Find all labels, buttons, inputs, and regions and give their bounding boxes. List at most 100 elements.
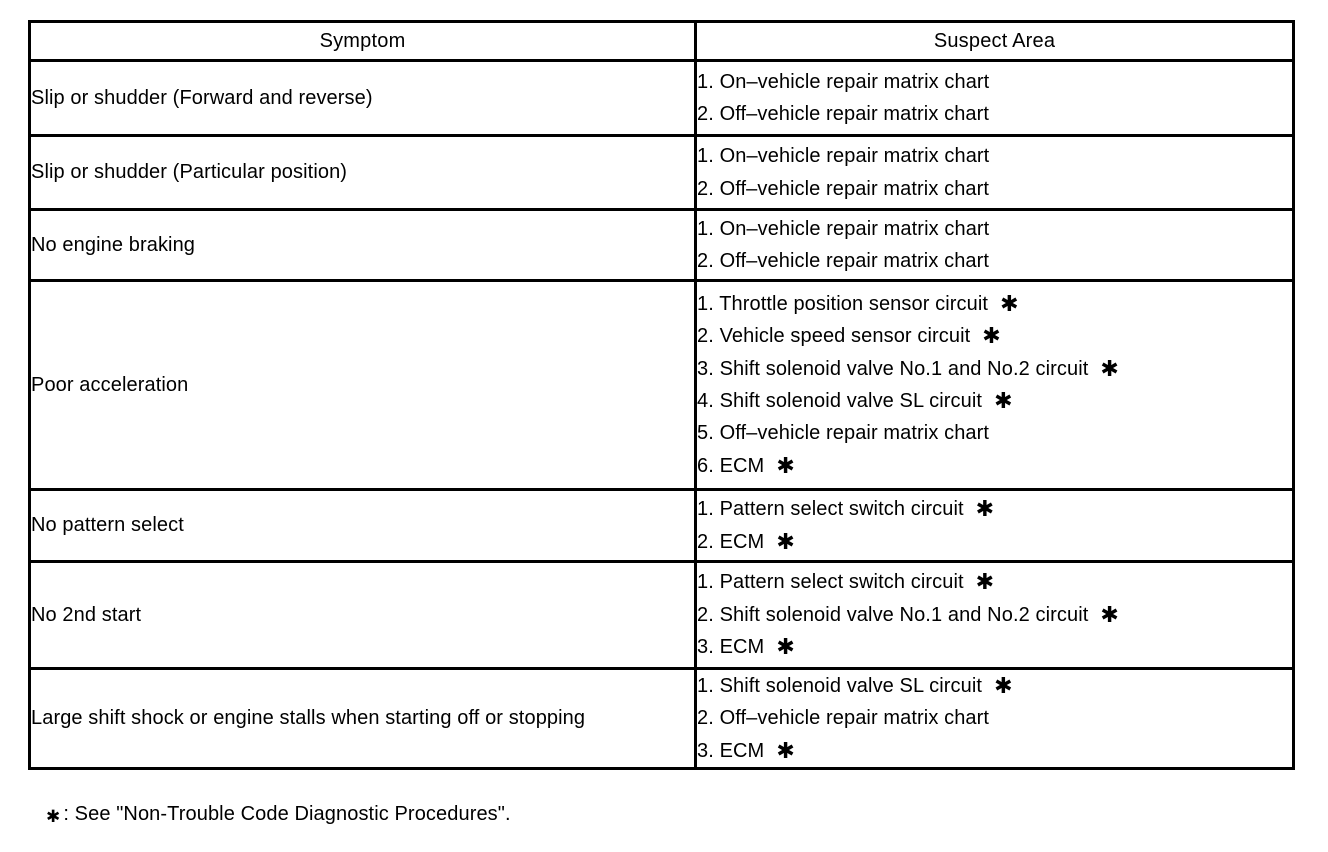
symptom-cell: Large shift shock or engine stalls when … (28, 666, 697, 771)
table-row: Slip or shudder (Forward and reverse) 1. … (28, 59, 1295, 137)
suspect-item-number: 3. (697, 739, 714, 762)
suspect-item: 3. ECM✱ (697, 635, 795, 661)
suspect-item: 1. Pattern select switch circuit✱ (697, 497, 995, 523)
suspect-item-label: ECM (719, 530, 765, 553)
suspect-item-label: On–vehicle repair matrix chart (719, 217, 990, 240)
suspect-item-number: 2. (697, 707, 714, 730)
suspect-item-number: 2. (697, 530, 714, 553)
suspect-item-number: 2. (697, 177, 714, 200)
table-body: Slip or shudder (Forward and reverse) 1. … (28, 59, 1295, 771)
symptom-text: No 2nd start (31, 603, 142, 626)
suspect-item: 2. Off–vehicle repair matrix chart (697, 173, 1292, 205)
suspect-item: 2. Shift solenoid valve No.1 and No.2 ci… (697, 602, 1119, 628)
suspect-item-label: Shift solenoid valve SL circuit (719, 675, 983, 697)
table-row: Poor acceleration 1. Throttle position se… (28, 279, 1295, 491)
suspect-item-label: On–vehicle repair matrix chart (719, 145, 990, 168)
suspect-item-label: Off–vehicle repair matrix chart (719, 707, 990, 730)
suspect-item-label: Vehicle speed sensor circuit (719, 325, 971, 348)
suspect-item-label: Pattern select switch circuit (719, 571, 964, 594)
symptom-text: No pattern select (31, 514, 184, 536)
symptom-suspect-table: Symptom Suspect Area Slip or shudder (Fo… (28, 20, 1295, 771)
suspect-item-label: ECM (719, 636, 765, 659)
suspect-item-number: 1. (697, 70, 714, 93)
suspect-area-cell: 1. Pattern select switch circuit✱ 2. ECM✱ (694, 488, 1295, 563)
table-header-row: Symptom Suspect Area (28, 20, 1295, 62)
symptom-cell: No 2nd start (28, 560, 697, 670)
suspect-item: 3. Shift solenoid valve No.1 and No.2 ci… (697, 356, 1119, 382)
suspect-item-label: Off–vehicle repair matrix chart (719, 250, 990, 272)
symptom-text: No engine braking (31, 233, 196, 256)
suspect-item: 2. Vehicle speed sensor circuit✱ (697, 324, 1001, 350)
suspect-item: 2. Off–vehicle repair matrix chart (697, 245, 1292, 277)
column-header-symptom: Symptom (28, 20, 697, 62)
suspect-item-label: ECM (719, 454, 765, 477)
suspect-item-number: 2. (697, 103, 714, 125)
suspect-item: 3. ECM✱ (697, 738, 795, 764)
suspect-item-number: 1. (697, 292, 714, 315)
suspect-item: 2. ECM✱ (697, 529, 795, 555)
suspect-item-label: Off–vehicle repair matrix chart (719, 103, 990, 125)
table-row: No pattern select 1. Pattern select switc… (28, 488, 1295, 563)
suspect-item-label: On–vehicle repair matrix chart (719, 70, 990, 93)
suspect-item-number: 1. (697, 571, 714, 594)
suspect-item-number: 2. (697, 250, 714, 272)
symptom-cell: Poor acceleration (28, 279, 697, 491)
footnote: ✱: See "Non-Trouble Code Diagnostic Proc… (46, 803, 511, 827)
suspect-area-cell: 1. Shift solenoid valve SL circuit✱ 2. Of… (694, 666, 1295, 771)
suspect-item-label: Shift solenoid valve No.1 and No.2 circu… (719, 357, 1089, 380)
suspect-item: 6. ECM✱ (697, 453, 795, 479)
suspect-item-number: 2. (697, 325, 714, 348)
suspect-item: 2. Off–vehicle repair matrix chart (697, 98, 1292, 130)
footnote-text: : See "Non-Trouble Code Diagnostic Proce… (63, 803, 511, 825)
table-header: Symptom Suspect Area (28, 20, 1295, 62)
suspect-item-number: 3. (697, 636, 714, 659)
symptom-cell: Slip or shudder (Forward and reverse) (28, 59, 697, 137)
suspect-item-list: 1. Pattern select switch circuit✱ 2. ECM✱ (697, 493, 1292, 558)
suspect-item: 1. On–vehicle repair matrix chart (697, 213, 1292, 245)
suspect-item-number: 2. (697, 603, 714, 626)
suspect-item-label: Off–vehicle repair matrix chart (719, 422, 990, 445)
suspect-item-label: Pattern select switch circuit (719, 498, 964, 521)
symptom-cell: Slip or shudder (Particular position) (28, 134, 697, 211)
suspect-item: 1. Pattern select switch circuit✱ (697, 570, 995, 596)
suspect-item-label: Off–vehicle repair matrix chart (719, 177, 990, 200)
column-header-suspect-area: Suspect Area (694, 20, 1295, 62)
table-row: Slip or shudder (Particular position) 1. … (28, 134, 1295, 211)
suspect-item-label: Shift solenoid valve No.1 and No.2 circu… (719, 603, 1089, 626)
suspect-item: 1. On–vehicle repair matrix chart (697, 66, 1292, 98)
symptom-text: Large shift shock or engine stalls when … (31, 707, 586, 730)
table-row: No 2nd start 1. Pattern select switch cir… (28, 560, 1295, 670)
suspect-item: 1. On–vehicle repair matrix chart (697, 140, 1292, 172)
suspect-item-number: 1. (697, 145, 714, 168)
suspect-item-label: Throttle position sensor circuit (719, 292, 989, 315)
symptom-text: Poor acceleration (31, 373, 189, 396)
suspect-item-number: 6. (697, 454, 714, 477)
suspect-item-number: 1. (697, 675, 714, 697)
suspect-item: 1. Shift solenoid valve SL circuit✱ (697, 674, 1013, 699)
suspect-item-number: 4. (697, 390, 714, 412)
suspect-item: 2. Off–vehicle repair matrix chart (697, 702, 1292, 734)
symptom-text: Slip or shudder (Particular position) (31, 161, 348, 183)
suspect-item: 1. Throttle position sensor circuit✱ (697, 291, 1019, 317)
table-row: Large shift shock or engine stalls when … (28, 666, 1295, 771)
suspect-area-cell: 1. Pattern select switch circuit✱ 2. Shif… (694, 560, 1295, 670)
suspect-item-label: Shift solenoid valve SL circuit (719, 390, 983, 412)
symptom-text: Slip or shudder (Forward and reverse) (31, 86, 373, 109)
suspect-area-cell: 1. Throttle position sensor circuit✱ 2. V… (694, 279, 1295, 491)
suspect-item-list: 1. Pattern select switch circuit✱ 2. Shif… (697, 566, 1292, 663)
suspect-item-number: 1. (697, 217, 714, 240)
table-row: No engine braking 1. On–vehicle repair ma… (28, 208, 1295, 282)
suspect-item-number: 5. (697, 422, 714, 445)
suspect-item-label: ECM (719, 739, 765, 762)
suspect-item-list: 1. Throttle position sensor circuit✱ 2. V… (697, 288, 1292, 482)
suspect-item: 4. Shift solenoid valve SL circuit✱ (697, 389, 1013, 414)
suspect-item: 5. Off–vehicle repair matrix chart (697, 417, 1292, 449)
suspect-item-list: 1. Shift solenoid valve SL circuit✱ 2. Of… (697, 670, 1292, 767)
suspect-item-number: 1. (697, 498, 714, 521)
